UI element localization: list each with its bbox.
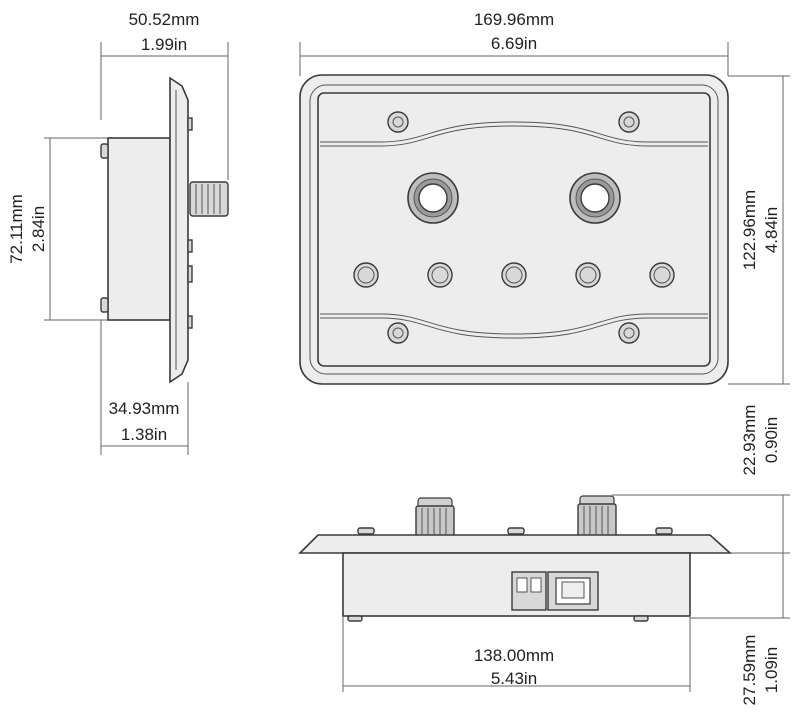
terminal-block [511,571,547,611]
bottom-button-top [655,527,673,535]
knob-height-in-label: 0.90in [762,417,781,463]
front-view: 169.96mm 6.69in 122.96mm 4.84in [299,10,790,385]
rj45-port [547,571,599,611]
front-width-mm-label: 169.96mm [474,10,554,29]
side-height-mm-label: 72.11mm [7,194,26,264]
screw [618,111,640,133]
bottom-knob-right [577,495,617,537]
button-1 [353,262,379,288]
bottom-button-top [507,527,525,535]
button-4 [575,262,601,288]
front-frame [299,74,729,385]
side-width-mm-label: 50.52mm [129,10,200,29]
side-bump [187,315,193,329]
body-width-in-label: 5.43in [491,669,537,688]
side-tab [100,143,109,159]
bottom-foot [633,615,649,622]
button-3 [501,262,527,288]
side-tab [100,297,109,313]
button-5 [649,262,675,288]
body-height-in-label: 1.09in [762,647,781,693]
side-width-in-label: 1.99in [141,35,187,54]
bottom-knob-left [415,497,455,537]
front-height-in-label: 4.84in [762,207,781,253]
side-bump [187,265,193,283]
side-depth-mm-label: 34.93mm [109,399,180,418]
front-width-in-label: 6.69in [491,34,537,53]
side-knob [189,181,229,217]
side-height-in-label: 2.84in [29,206,48,252]
screw [387,111,409,133]
screw [618,322,640,344]
front-plate [317,92,711,367]
side-bump [187,117,193,131]
bottom-foot [347,615,363,622]
side-bump [187,239,193,253]
front-height-mm-label: 122.96mm [740,190,759,270]
bottom-button-top [357,527,375,535]
side-view: 50.52mm 1.99in 72.11mm 2.84in 34.93mm [7,10,229,455]
bottom-faceplate [298,534,733,554]
knob-height-mm-label: 22.93mm [740,405,759,476]
knob-left [407,172,459,224]
knob-right [569,172,621,224]
side-faceplate [169,76,189,384]
side-depth-in-label: 1.38in [121,425,167,444]
body-height-mm-label: 27.59mm [740,635,759,706]
screw [387,322,409,344]
bottom-view: 22.93mm 0.90in 27.59mm 1.09in [298,405,790,706]
button-2 [427,262,453,288]
side-body [107,137,171,321]
body-width-mm-label: 138.00mm [474,646,554,665]
